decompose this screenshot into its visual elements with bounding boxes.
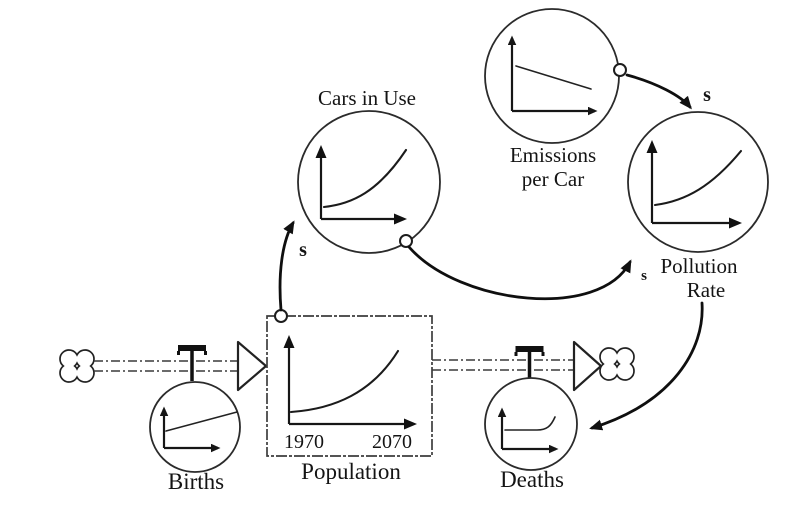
emissions-label-line2: per Car bbox=[522, 167, 584, 191]
pollution-trend-curve bbox=[653, 149, 743, 207]
deaths-mini-graph bbox=[497, 407, 559, 454]
population-stock-box bbox=[266, 315, 433, 457]
deaths-outflow-assembly: Deaths bbox=[432, 340, 635, 492]
emissions-per-car-auxiliary: Emissions per Car bbox=[484, 8, 627, 191]
pollution-rate-circle bbox=[627, 111, 769, 253]
emissions-mini-graph bbox=[507, 35, 598, 116]
deaths-valve-icon bbox=[516, 349, 544, 382]
link-emissions-to-pollution bbox=[625, 73, 692, 110]
link-cars-to-pollution-polarity: s bbox=[641, 268, 647, 284]
deaths-converter-circle bbox=[484, 377, 578, 471]
births-label: Births bbox=[168, 469, 224, 494]
births-mini-graph bbox=[159, 406, 238, 453]
emissions-circle bbox=[484, 8, 620, 144]
causal-links: s s s bbox=[278, 73, 711, 431]
births-trend-line bbox=[165, 411, 238, 432]
deaths-trend-curve bbox=[504, 416, 556, 431]
source-cloud-icon bbox=[59, 349, 95, 383]
pollution-label-line2: Rate bbox=[687, 278, 725, 302]
cars-trend-curve bbox=[322, 148, 408, 209]
cars-in-use-auxiliary: Cars in Use bbox=[297, 86, 441, 254]
population-stock: 1970 2070 Population bbox=[266, 309, 433, 484]
population-axis-end-tick: 2070 bbox=[372, 431, 412, 453]
outflow-arrowhead-icon bbox=[572, 340, 603, 392]
link-population-to-cars bbox=[278, 220, 295, 312]
emissions-connector-node bbox=[613, 63, 627, 77]
population-axis-start-tick: 1970 bbox=[284, 431, 324, 453]
population-trend-curve bbox=[289, 349, 400, 414]
cars-in-use-mini-graph bbox=[315, 145, 408, 225]
population-graph: 1970 2070 bbox=[283, 335, 417, 453]
population-label: Population bbox=[301, 459, 401, 484]
pollution-rate-auxiliary: Pollution Rate bbox=[627, 111, 769, 302]
sink-cloud-icon bbox=[599, 347, 635, 381]
inflow-arrowhead-icon bbox=[236, 340, 268, 392]
pollution-label-line1: Pollution bbox=[660, 254, 738, 278]
births-valve-icon bbox=[178, 348, 206, 381]
births-inflow-assembly: Births bbox=[59, 340, 268, 494]
population-connector-node bbox=[274, 309, 288, 323]
cars-in-use-connector-node bbox=[399, 234, 413, 248]
deaths-label: Deaths bbox=[500, 467, 564, 492]
cars-in-use-circle bbox=[297, 110, 441, 254]
link-pollution-to-deaths bbox=[589, 301, 704, 431]
pollution-rate-mini-graph bbox=[646, 140, 743, 229]
cars-in-use-label: Cars in Use bbox=[318, 86, 416, 110]
link-cars-to-pollution bbox=[407, 245, 632, 301]
link-population-to-cars-polarity: s bbox=[299, 239, 307, 261]
emissions-label-line1: Emissions bbox=[510, 143, 596, 167]
emissions-trend-line bbox=[515, 65, 592, 90]
link-emissions-to-pollution-polarity: s bbox=[703, 84, 711, 106]
